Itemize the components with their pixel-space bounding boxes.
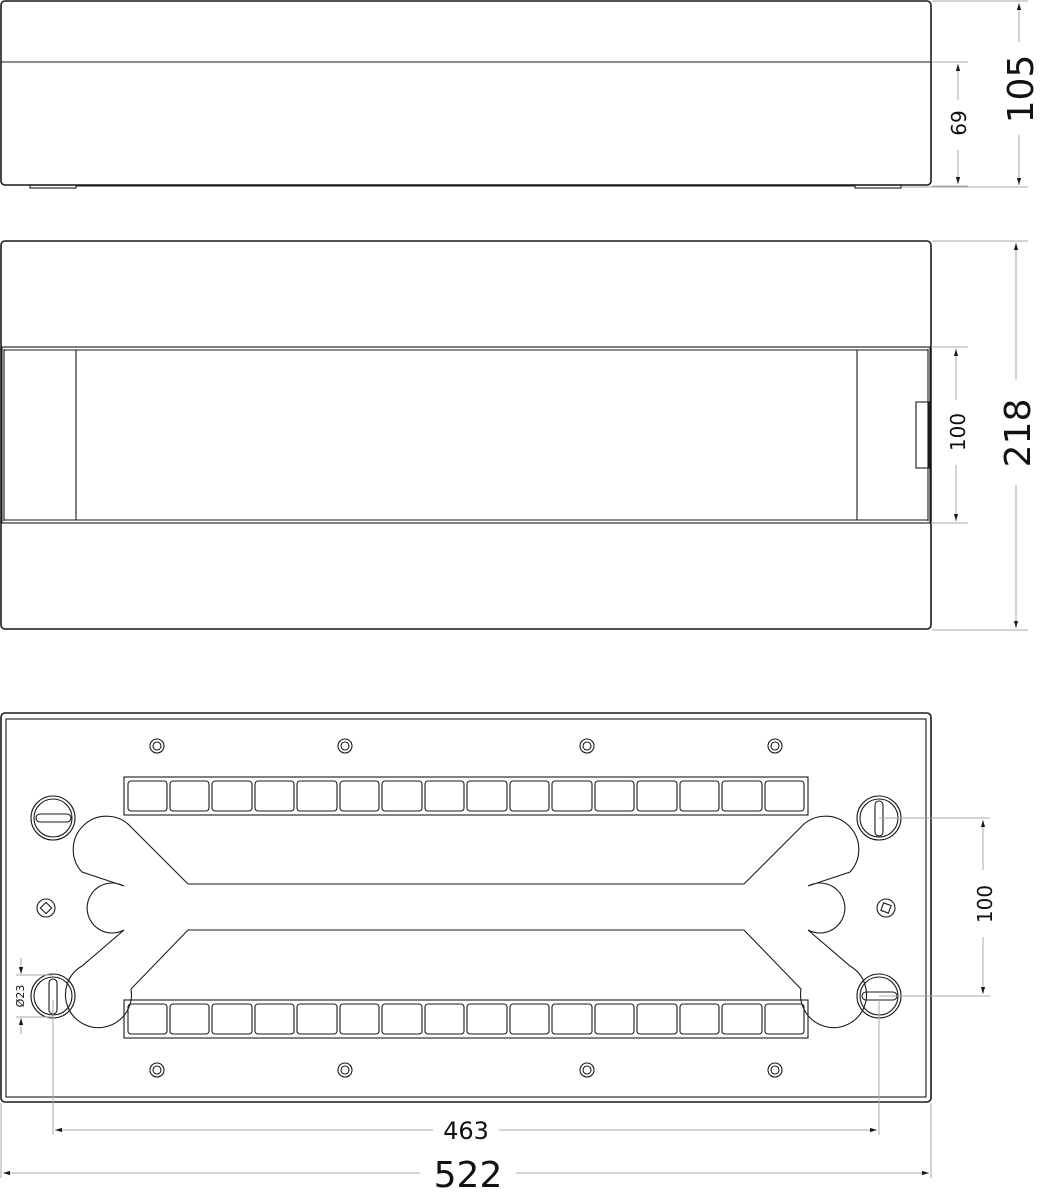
screw-hole [149,1062,165,1078]
dimension-body-depth: 69 [947,110,971,135]
dimension-mounting-hole-diameter: Ø23 [14,985,27,1008]
knockout [509,780,550,812]
screw-hole [579,738,595,754]
knockout [211,780,253,812]
dimension-window-height: 100 [946,413,970,451]
screw-hole [149,738,165,754]
door-latch [915,401,930,469]
knockout [551,780,593,812]
screw-hole [337,738,353,754]
rear-inner-border [5,718,927,1098]
cable-channel [64,815,868,1029]
knockout [424,780,465,812]
knockout [466,780,508,812]
screw-hole [767,1062,783,1078]
rear-view-body [0,712,932,1103]
diamond-fixing-right [876,898,896,918]
dimension-mounting-horizontal-spacing: 463 [443,1117,489,1145]
dimension-total-depth: 105 [1001,55,1042,124]
screw-hole [579,1062,595,1078]
diamond-fixing-left [36,898,56,918]
front-view-body [0,240,932,630]
knockout-row-bottom [123,999,809,1039]
knockout [594,780,635,812]
knockout [254,780,295,812]
screw-holes [149,738,783,1078]
screw-hole [767,738,783,754]
dimension-total-height: 218 [998,399,1039,468]
knockout [339,780,380,812]
window-frame [1,346,931,524]
knockout [721,780,763,812]
foot-left [29,184,77,189]
dimension-mounting-vertical-spacing: 100 [973,885,997,923]
knockout [381,780,423,812]
knockout-row-top [123,776,809,816]
front-view: 100 218 [0,240,1039,631]
rear-view: Ø23 100 463 522 [0,712,997,1196]
screw-hole [337,1062,353,1078]
knockout [127,780,168,812]
side-view: 69 105 [0,0,1042,189]
knockout [764,780,805,812]
mounting-hole-top-left [30,795,76,841]
knockout [169,780,210,812]
knockout [679,780,720,812]
foot-right [854,184,902,189]
knockout [636,780,678,812]
side-view-body [0,0,932,186]
dimension-total-width: 522 [434,1155,503,1196]
knockout [296,780,338,812]
